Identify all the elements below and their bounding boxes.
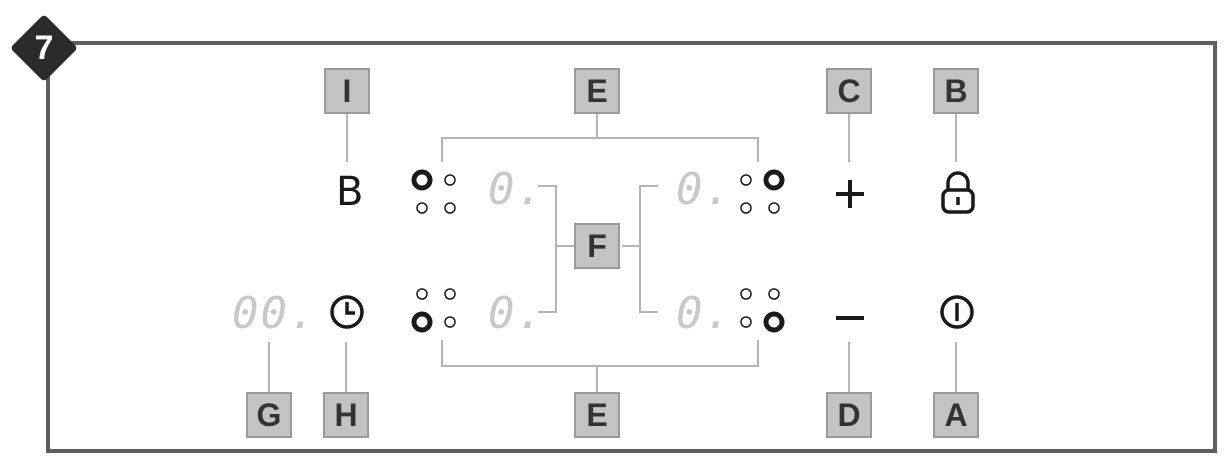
booster-button[interactable]: B xyxy=(336,169,364,215)
lock-icon[interactable] xyxy=(938,170,978,216)
connector-E-top-bracket xyxy=(441,137,759,162)
zone-display-bottom-right: 0. xyxy=(676,288,733,339)
tag-H: H xyxy=(323,392,369,438)
zone-display-bottom-left: 0. xyxy=(488,288,545,339)
connector-F-left xyxy=(538,185,557,313)
tag-G: G xyxy=(246,392,292,438)
tag-A: A xyxy=(933,392,979,438)
tag-F: F xyxy=(574,223,620,269)
tag-D: D xyxy=(826,392,872,438)
step-number: 7 xyxy=(34,29,54,67)
tag-E-bottom: E xyxy=(574,392,620,438)
zone-indicator-icon[interactable] xyxy=(410,282,466,338)
zone-display-top-right: 0. xyxy=(676,164,733,215)
clock-icon[interactable] xyxy=(327,292,367,332)
panel-frame xyxy=(46,41,1217,453)
connector-E-bottom-bracket xyxy=(441,340,759,367)
plus-icon[interactable] xyxy=(832,176,868,212)
tag-I: I xyxy=(324,68,370,114)
zone-indicator-icon[interactable] xyxy=(732,282,788,338)
tag-B: B xyxy=(933,68,979,114)
zone-display-top-left: 0. xyxy=(488,164,545,215)
connector-F-right xyxy=(639,185,658,313)
zone-indicator-icon[interactable] xyxy=(410,166,466,222)
step-badge: 7 xyxy=(10,14,78,82)
tag-C: C xyxy=(826,68,872,114)
minus-icon[interactable] xyxy=(832,300,868,336)
zone-indicator-icon[interactable] xyxy=(732,166,788,222)
tag-E-top: E xyxy=(574,68,620,114)
power-icon[interactable] xyxy=(937,292,977,332)
timer-display: 00. xyxy=(232,288,318,339)
